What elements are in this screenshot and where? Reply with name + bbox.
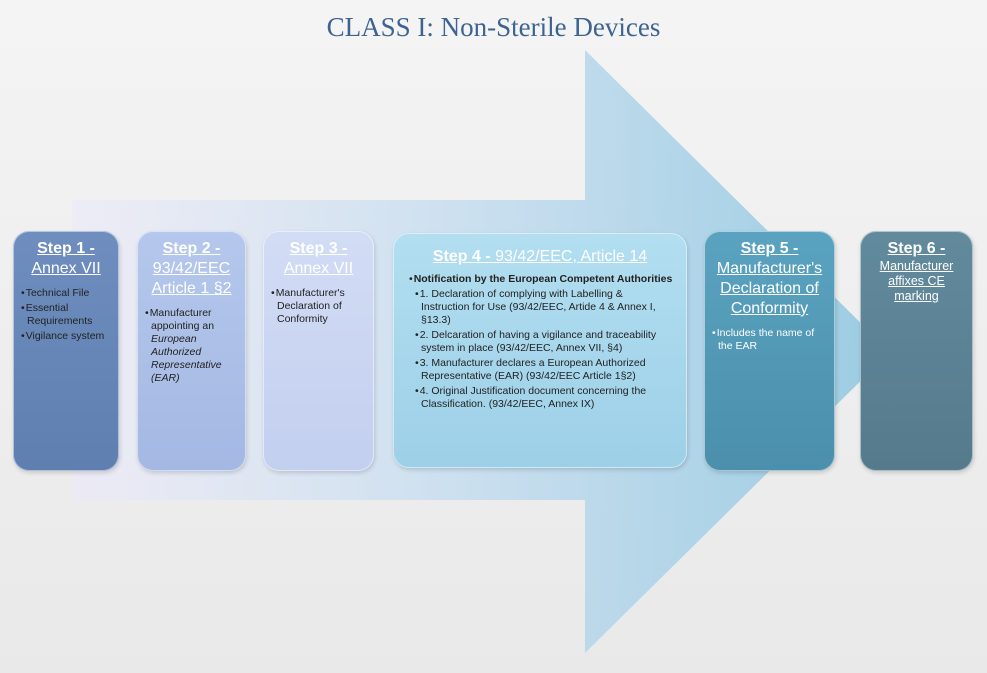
list-item: Manufacturer appointing an European Auth… xyxy=(143,307,240,385)
list-item: 2. Delcaration of having a vigilance and… xyxy=(413,329,673,355)
step-6-heading[interactable]: Step 6 -Manufacturer affixes CE marking xyxy=(879,240,954,303)
list-item: Technical File xyxy=(19,287,113,300)
list-item: Essential Requirements xyxy=(19,302,113,328)
diagram-title: CLASS I: Non-Sterile Devices xyxy=(326,12,661,42)
step-5-box: Step 5 -Manufacturer's Declaration of Co… xyxy=(704,231,835,471)
step-2-box: Step 2 -93/42/EEC Article 1 §2 Manufactu… xyxy=(137,231,246,471)
list-item: 1. Declaration of complying with Labelli… xyxy=(413,288,673,327)
step-3-heading[interactable]: Step 3 -Annex VII xyxy=(283,240,354,277)
step-1-heading[interactable]: Step 1 -Annex VII xyxy=(31,240,101,277)
step-4-box: Step 4 - 93/42/EEC, Article 14 Notificat… xyxy=(393,233,687,468)
list-item: 3. Manufacturer declares a European Auth… xyxy=(413,357,673,383)
step-3-list: Manufacturer's Declaration of Conformity xyxy=(269,287,368,326)
list-item: Includes the name of the EAR xyxy=(710,327,829,353)
list-item: Manufacturer's Declaration of Conformity xyxy=(269,287,368,326)
step-5-heading[interactable]: Step 5 -Manufacturer's Declaration of Co… xyxy=(716,240,823,317)
step-4-sublist: 1. Declaration of complying with Labelli… xyxy=(407,288,673,411)
step-1-box: Step 1 -Annex VII Technical File Essenti… xyxy=(13,231,119,471)
step-2-heading[interactable]: Step 2 -93/42/EEC Article 1 §2 xyxy=(151,240,232,297)
step-5-list: Includes the name of the EAR xyxy=(710,327,829,353)
step-4-list: Notification by the European Competent A… xyxy=(407,273,673,286)
step-4-heading[interactable]: Step 4 - 93/42/EEC, Article 14 xyxy=(432,248,648,265)
list-item: 4. Original Justification document conce… xyxy=(413,385,673,411)
step-6-box: Step 6 -Manufacturer affixes CE marking xyxy=(860,231,973,471)
list-item: Vigilance system xyxy=(19,330,113,343)
step-2-list: Manufacturer appointing an European Auth… xyxy=(143,307,240,385)
step-1-list: Technical File Essential Requirements Vi… xyxy=(19,287,113,343)
step-3-box: Step 3 -Annex VII Manufacturer's Declara… xyxy=(263,231,374,471)
list-item: Notification by the European Competent A… xyxy=(407,273,673,286)
